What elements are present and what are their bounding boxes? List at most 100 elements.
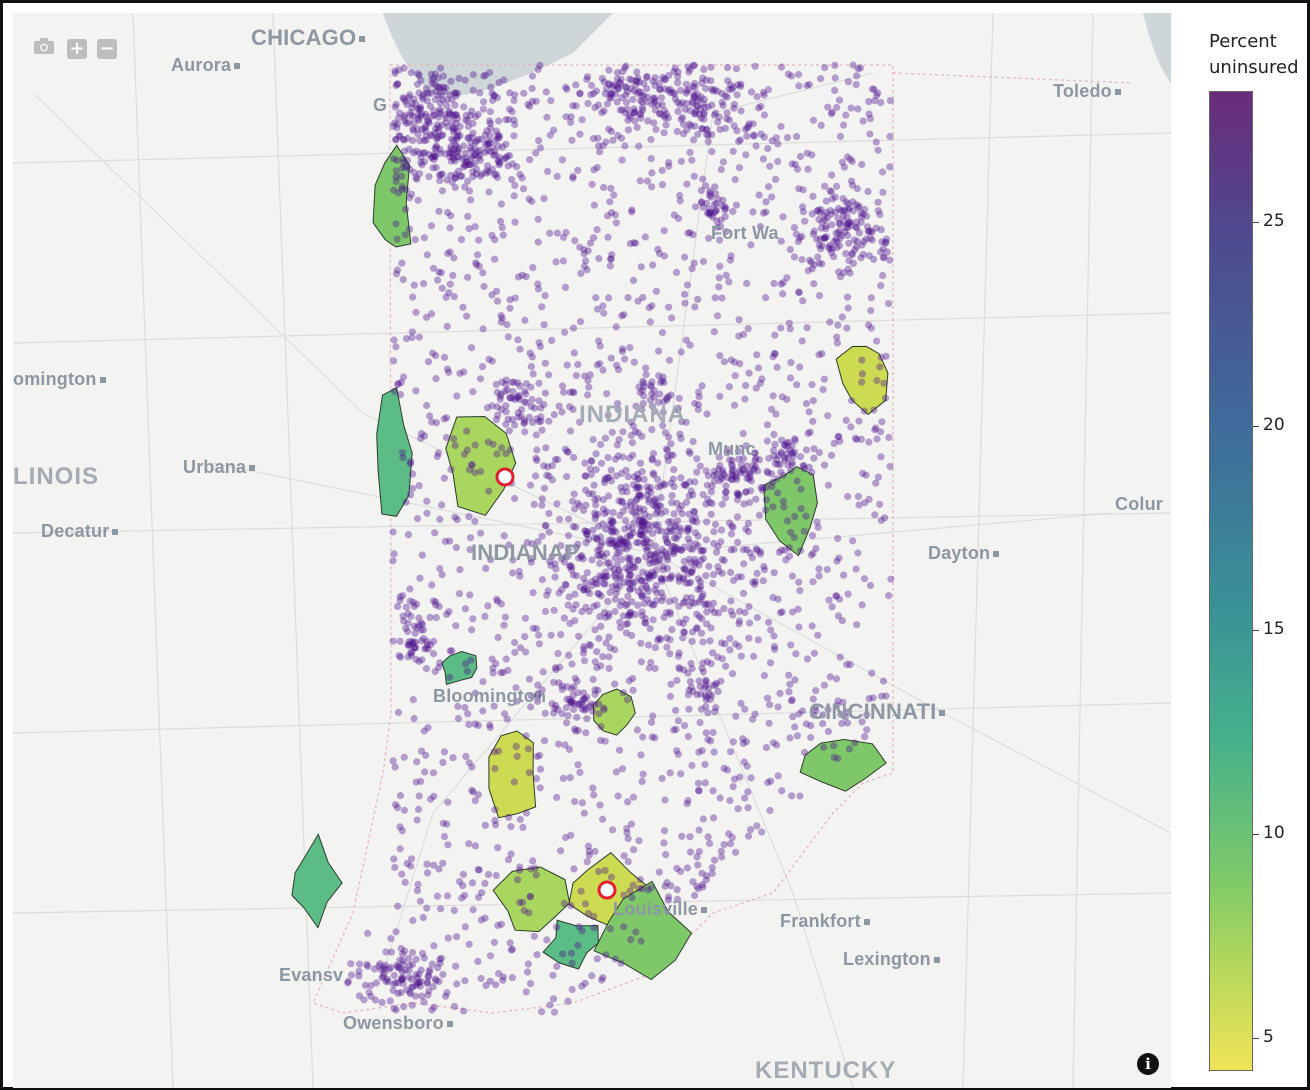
data-point bbox=[455, 74, 463, 82]
data-point bbox=[637, 639, 645, 647]
data-point bbox=[495, 132, 503, 140]
data-point bbox=[680, 666, 688, 674]
data-point bbox=[561, 552, 570, 561]
data-point bbox=[484, 140, 492, 148]
info-button[interactable]: i bbox=[1137, 1053, 1159, 1075]
data-point bbox=[511, 648, 519, 657]
data-point bbox=[612, 581, 620, 589]
data-point bbox=[695, 848, 703, 856]
data-point bbox=[786, 680, 794, 688]
data-point bbox=[634, 474, 642, 483]
data-point bbox=[730, 576, 738, 585]
data-point bbox=[486, 139, 494, 147]
data-point bbox=[400, 753, 408, 761]
data-point bbox=[355, 972, 363, 980]
data-point bbox=[489, 440, 497, 448]
data-point bbox=[731, 372, 739, 380]
data-point bbox=[504, 162, 512, 170]
data-point bbox=[451, 183, 459, 192]
data-point bbox=[806, 256, 814, 264]
colorbar-tick-label: 20 bbox=[1263, 414, 1285, 435]
data-point bbox=[722, 662, 730, 670]
data-point bbox=[576, 130, 584, 138]
data-point bbox=[502, 420, 510, 428]
data-point bbox=[693, 518, 701, 526]
data-point bbox=[614, 452, 622, 460]
data-point bbox=[582, 486, 590, 494]
data-point bbox=[431, 152, 439, 160]
data-point bbox=[778, 436, 786, 444]
data-point bbox=[818, 260, 826, 268]
data-point bbox=[455, 153, 463, 161]
data-point bbox=[681, 480, 690, 488]
data-point bbox=[533, 752, 541, 761]
data-point bbox=[624, 294, 632, 302]
data-point bbox=[831, 193, 839, 201]
data-point bbox=[656, 85, 664, 94]
map-canvas[interactable]: + − CHICAGO Aurora G Toledo Fort Wa omin… bbox=[13, 13, 1171, 1088]
data-point bbox=[663, 643, 671, 651]
data-point bbox=[615, 746, 624, 754]
data-point bbox=[429, 153, 437, 161]
data-point bbox=[668, 314, 676, 322]
zoom-in-button[interactable]: + bbox=[67, 39, 87, 59]
data-point bbox=[634, 470, 642, 478]
data-point bbox=[819, 711, 827, 719]
data-point bbox=[722, 482, 730, 490]
data-point bbox=[686, 449, 694, 457]
data-point bbox=[854, 492, 863, 501]
data-point bbox=[610, 191, 618, 199]
data-point bbox=[528, 353, 536, 361]
data-point bbox=[534, 538, 542, 546]
data-point bbox=[667, 89, 675, 97]
data-point bbox=[688, 761, 696, 770]
data-point bbox=[701, 601, 709, 609]
data-point bbox=[587, 457, 596, 466]
data-point bbox=[612, 542, 620, 550]
data-point bbox=[840, 269, 848, 277]
data-point bbox=[536, 784, 544, 792]
data-point bbox=[445, 107, 454, 115]
data-point bbox=[393, 235, 401, 243]
data-point bbox=[650, 496, 658, 504]
data-point bbox=[446, 673, 454, 681]
data-point bbox=[675, 572, 683, 580]
data-point bbox=[441, 111, 449, 119]
data-point bbox=[660, 112, 668, 120]
data-point bbox=[836, 220, 844, 228]
data-point bbox=[574, 499, 582, 507]
insured-region bbox=[763, 466, 818, 557]
data-point bbox=[521, 316, 529, 324]
data-point bbox=[409, 696, 417, 704]
data-point bbox=[494, 142, 502, 150]
data-point bbox=[521, 387, 529, 395]
data-point bbox=[506, 394, 514, 402]
data-point bbox=[487, 124, 495, 132]
data-point bbox=[438, 121, 446, 129]
data-point bbox=[877, 428, 885, 436]
data-point bbox=[670, 67, 678, 76]
zoom-out-button[interactable]: − bbox=[97, 39, 117, 59]
data-point bbox=[744, 519, 753, 527]
data-point bbox=[627, 611, 635, 619]
data-point bbox=[584, 99, 592, 108]
data-point bbox=[630, 87, 638, 95]
data-point bbox=[409, 639, 417, 648]
data-point bbox=[822, 197, 830, 205]
data-point bbox=[413, 978, 421, 986]
data-point bbox=[605, 539, 613, 548]
camera-button[interactable] bbox=[33, 37, 57, 61]
data-point bbox=[497, 600, 505, 608]
colorbar-title: Percent uninsured bbox=[1209, 29, 1299, 81]
data-point bbox=[657, 589, 666, 597]
data-point bbox=[628, 561, 637, 569]
data-point bbox=[399, 276, 407, 284]
data-point bbox=[593, 535, 601, 543]
data-point bbox=[616, 548, 624, 556]
data-point bbox=[594, 580, 602, 588]
data-point bbox=[594, 546, 602, 554]
data-point bbox=[652, 521, 660, 529]
data-point bbox=[406, 225, 414, 233]
data-point bbox=[558, 408, 566, 416]
data-point bbox=[609, 518, 617, 526]
